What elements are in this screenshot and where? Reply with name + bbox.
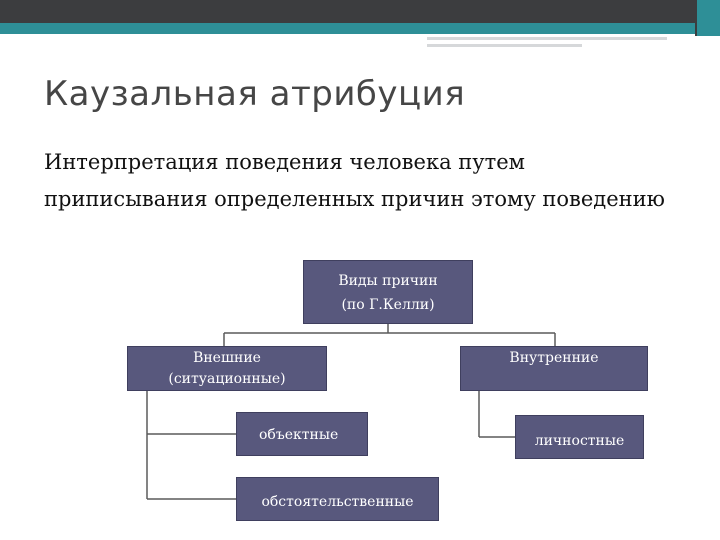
slide-title: Каузальная атрибуция xyxy=(44,74,466,114)
decor-stripes xyxy=(427,37,667,49)
box-cause-types: Виды причин (по Г.Келли) xyxy=(303,260,473,324)
slide-definition: Интерпретация поведения человека путем п… xyxy=(44,150,665,211)
box-circumstantial-line1: обстоятельственные xyxy=(261,494,414,510)
box-circumstantial: обстоятельственные xyxy=(236,477,439,521)
box-cause-types-line2: (по Г.Келли) xyxy=(341,297,435,313)
decor-stripe xyxy=(427,44,582,47)
box-internal-line1: Внутренние xyxy=(509,350,599,366)
box-personal-line1: личностные xyxy=(534,433,625,449)
box-personal: личностные xyxy=(515,415,644,459)
decor-stripe xyxy=(427,37,667,40)
top-decor-bar xyxy=(0,0,720,36)
box-external-line2: (ситуационные) xyxy=(168,371,286,387)
box-cause-types-line1: Виды причин xyxy=(338,273,438,289)
box-external-line1: Внешние xyxy=(193,350,261,366)
box-objective: объектные xyxy=(236,412,368,456)
top-bar-teal xyxy=(0,23,720,34)
box-internal: Внутренние xyxy=(460,346,648,391)
box-objective-line1: объектные xyxy=(259,427,339,443)
top-bar-right-teal xyxy=(697,0,720,36)
box-external: Внешние (ситуационные) xyxy=(127,346,327,391)
top-bar-dark xyxy=(0,0,720,23)
